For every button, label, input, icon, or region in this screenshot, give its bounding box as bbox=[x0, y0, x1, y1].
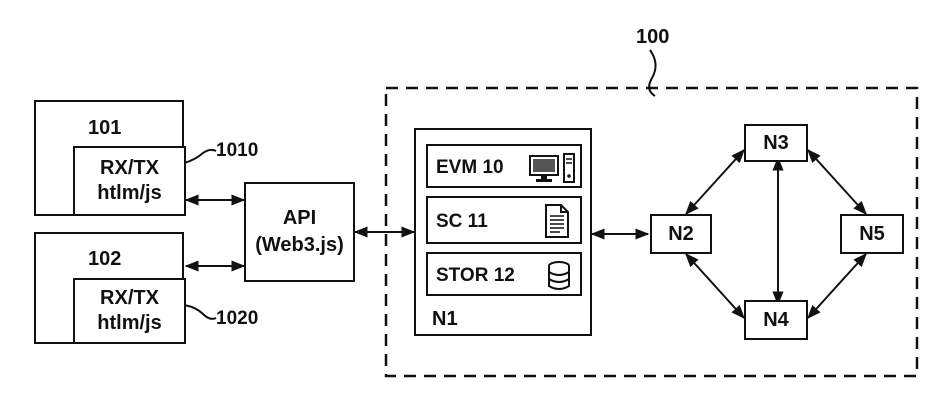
client-102-module-line2: htlm/js bbox=[97, 312, 161, 335]
sc-label: SC 11 bbox=[436, 211, 488, 233]
client-102-rxtx-module: RX/TX htlm/js bbox=[73, 278, 186, 344]
link-n2-n4 bbox=[686, 254, 744, 318]
client-101-rxtx-module: RX/TX htlm/js bbox=[73, 146, 186, 216]
api-box: API (Web3.js) bbox=[244, 182, 355, 282]
node-n2: N2 bbox=[650, 214, 712, 254]
node-n4-label: N4 bbox=[763, 309, 789, 332]
client-102-module-line1: RX/TX bbox=[100, 287, 159, 310]
client-101-module-line1: RX/TX bbox=[100, 157, 159, 180]
module-1010-leader bbox=[184, 150, 216, 163]
smart-contract-component: SC 11 bbox=[426, 196, 582, 244]
database-icon bbox=[546, 260, 572, 292]
stor-label: STOR 12 bbox=[436, 265, 515, 287]
link-n2-n3 bbox=[686, 150, 744, 214]
node-n3: N3 bbox=[744, 124, 808, 162]
link-n3-n5 bbox=[808, 150, 866, 214]
evm-component: EVM 10 bbox=[426, 144, 582, 188]
node-n1-label: N1 bbox=[432, 308, 458, 331]
api-title: API bbox=[283, 207, 316, 230]
system-label: 100 bbox=[636, 26, 669, 49]
storage-component: STOR 12 bbox=[426, 252, 582, 296]
node-n5: N5 bbox=[840, 214, 904, 254]
client-101-ref: 101 bbox=[88, 117, 121, 140]
client-101-module-line2: htlm/js bbox=[97, 182, 161, 205]
computer-icon bbox=[528, 152, 578, 184]
node-n5-label: N5 bbox=[859, 223, 885, 246]
api-subtitle: (Web3.js) bbox=[255, 234, 344, 257]
link-n4-n5 bbox=[808, 254, 866, 318]
node-n3-label: N3 bbox=[763, 132, 789, 155]
client-102-ref: 102 bbox=[88, 248, 121, 271]
node-n4: N4 bbox=[744, 300, 808, 340]
node-n2-label: N2 bbox=[668, 223, 694, 246]
module-1010-ref: 1010 bbox=[216, 140, 258, 162]
document-icon bbox=[544, 203, 570, 239]
evm-label: EVM 10 bbox=[436, 157, 504, 179]
module-1020-ref: 1020 bbox=[216, 308, 258, 330]
module-1020-leader bbox=[184, 305, 216, 319]
